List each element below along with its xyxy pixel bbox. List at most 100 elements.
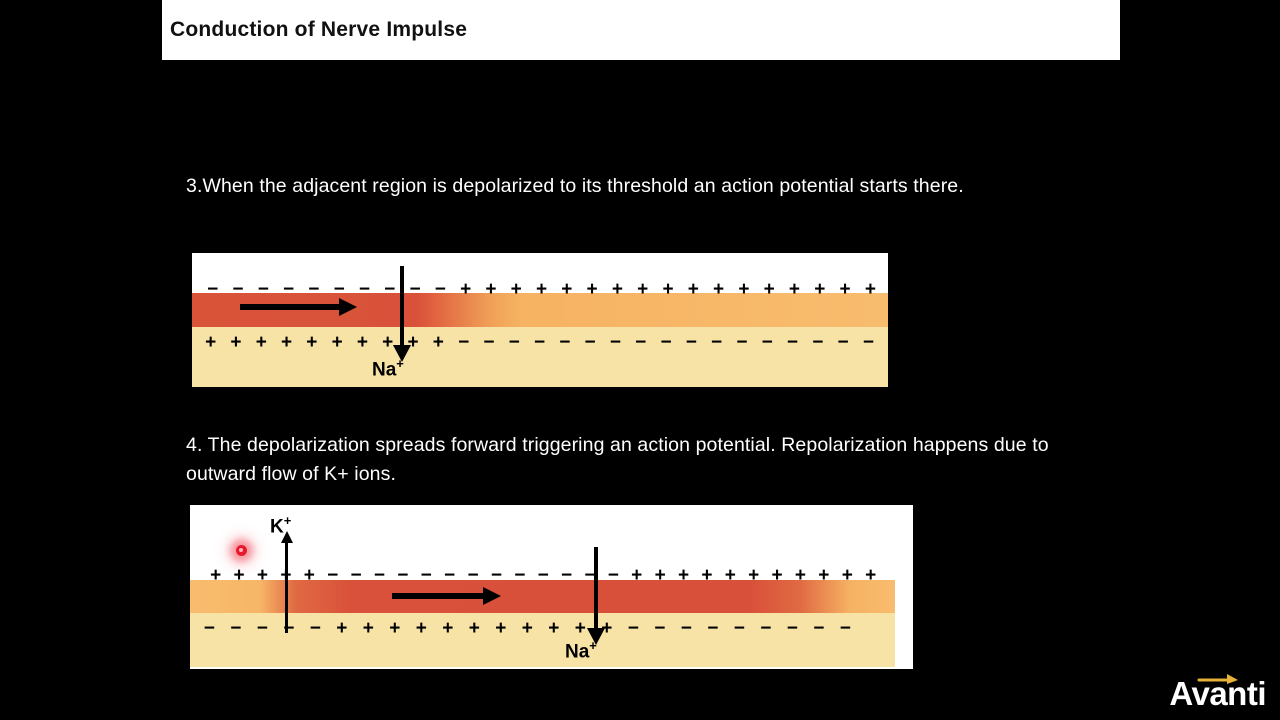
minus-charge: −	[373, 565, 385, 586]
sodium-influx-arrow-head-1	[393, 345, 411, 362]
plus-charge: +	[818, 565, 830, 586]
minus-charge: −	[327, 565, 339, 586]
minus-charge: −	[358, 279, 370, 300]
minus-charge: −	[537, 565, 549, 586]
plus-charge: +	[631, 565, 643, 586]
plus-charge: +	[738, 279, 750, 300]
minus-charge: −	[685, 332, 697, 353]
plus-charge: +	[485, 279, 497, 300]
minus-charge: −	[232, 279, 244, 300]
minus-charge: −	[707, 618, 719, 639]
potassium-efflux-arrow-head	[281, 531, 293, 543]
impulse-direction-arrow-shaft-2	[392, 593, 484, 599]
minus-charge: −	[813, 618, 825, 639]
minus-charge: −	[812, 332, 824, 353]
sodium-symbol-1: Na	[372, 359, 397, 381]
plus-charge: +	[336, 618, 348, 639]
plus-charge: +	[611, 279, 623, 300]
plus-charge: +	[677, 565, 690, 586]
plus-charge: +	[460, 279, 472, 300]
potassium-symbol: K	[270, 516, 284, 538]
title-bar	[162, 0, 1120, 60]
minus-charge: −	[533, 332, 546, 353]
plus-charge: +	[521, 618, 533, 639]
sodium-influx-arrow-shaft-1	[400, 266, 404, 349]
membrane-band-1	[192, 293, 888, 327]
plus-charge: +	[303, 565, 315, 586]
membrane-gradient-1	[192, 293, 888, 327]
minus-charge: −	[786, 618, 798, 639]
plus-charge: +	[432, 332, 444, 353]
inner-charge-row-1: ++++++++++−−−−−−−−−−−−−−−−−	[198, 333, 881, 352]
impulse-direction-arrow-head-1	[339, 298, 357, 316]
minus-charge: −	[444, 565, 456, 586]
minus-charge: −	[736, 332, 748, 353]
sodium-influx-arrow-head-2	[587, 628, 605, 645]
plus-charge: +	[548, 618, 560, 639]
minus-charge: −	[420, 565, 432, 586]
plus-charge: +	[468, 618, 480, 639]
plus-charge: +	[230, 332, 242, 353]
minus-charge: −	[207, 279, 219, 300]
plus-charge: +	[662, 279, 674, 300]
plus-charge: +	[654, 565, 666, 586]
minus-charge: −	[309, 618, 321, 639]
step-3-text: 3.When the adjacent region is depolarize…	[186, 175, 964, 197]
plus-charge: +	[839, 279, 851, 300]
plus-charge: +	[415, 618, 427, 639]
minus-charge: −	[434, 279, 446, 300]
sodium-influx-arrow-shaft-2	[594, 547, 598, 633]
minus-charge: −	[654, 618, 666, 639]
plus-charge: +	[561, 279, 573, 300]
sodium-charge-1: +	[396, 356, 404, 371]
avanti-logo: Avanti	[1169, 677, 1266, 710]
plus-charge: +	[210, 565, 222, 586]
plus-charge: +	[763, 279, 775, 300]
minus-charge: −	[561, 565, 573, 586]
plus-charge: +	[864, 279, 876, 300]
sodium-symbol-2: Na	[565, 641, 590, 663]
plus-charge: +	[255, 332, 267, 353]
step-4-text: 4. The depolarization spreads forward tr…	[186, 434, 1049, 485]
minus-charge: −	[733, 618, 745, 639]
plus-charge: +	[389, 618, 401, 639]
minus-charge: −	[384, 279, 396, 300]
plus-charge: +	[713, 279, 725, 300]
plus-charge: +	[841, 565, 853, 586]
plus-charge: +	[535, 279, 548, 300]
plus-charge: +	[510, 279, 522, 300]
sodium-ion-label-1: Na+	[372, 356, 404, 381]
plus-charge: +	[256, 565, 269, 586]
sodium-charge-2: +	[589, 638, 597, 653]
plus-charge: +	[687, 279, 699, 300]
outer-charge-row-2: +++++−−−−−−−−−−−−−+++++++++++	[204, 566, 882, 585]
potassium-efflux-arrow-shaft	[285, 541, 288, 633]
minus-charge: −	[230, 618, 242, 639]
minus-charge: −	[862, 332, 874, 353]
impulse-direction-arrow-head-2	[483, 587, 501, 605]
minus-charge: −	[584, 565, 596, 586]
minus-charge: −	[559, 332, 571, 353]
plus-charge: +	[724, 565, 736, 586]
minus-charge: −	[635, 332, 647, 353]
minus-charge: −	[409, 279, 421, 300]
avanti-logo-arrow-icon	[1197, 674, 1238, 684]
minus-charge: −	[609, 332, 621, 353]
plus-charge: +	[356, 332, 368, 353]
potassium-ion-dot	[236, 545, 247, 556]
avanti-logo-text: Avanti	[1169, 675, 1266, 712]
plus-charge: +	[814, 279, 826, 300]
minus-charge: −	[660, 332, 672, 353]
plus-charge: +	[407, 332, 419, 353]
diagram-step-4: +++++−−−−−−−−−−−−−+++++++++++ −−−−−+++++…	[190, 505, 913, 669]
plus-charge: +	[748, 565, 760, 586]
plus-charge: +	[495, 618, 507, 639]
minus-charge: −	[760, 618, 772, 639]
membrane-gradient-2	[190, 580, 895, 613]
minus-charge: −	[350, 565, 362, 586]
impulse-direction-arrow-shaft-1	[240, 304, 340, 310]
minus-charge: −	[627, 618, 639, 639]
minus-charge: −	[490, 565, 502, 586]
minus-charge: −	[711, 332, 723, 353]
potassium-charge: +	[283, 513, 292, 528]
